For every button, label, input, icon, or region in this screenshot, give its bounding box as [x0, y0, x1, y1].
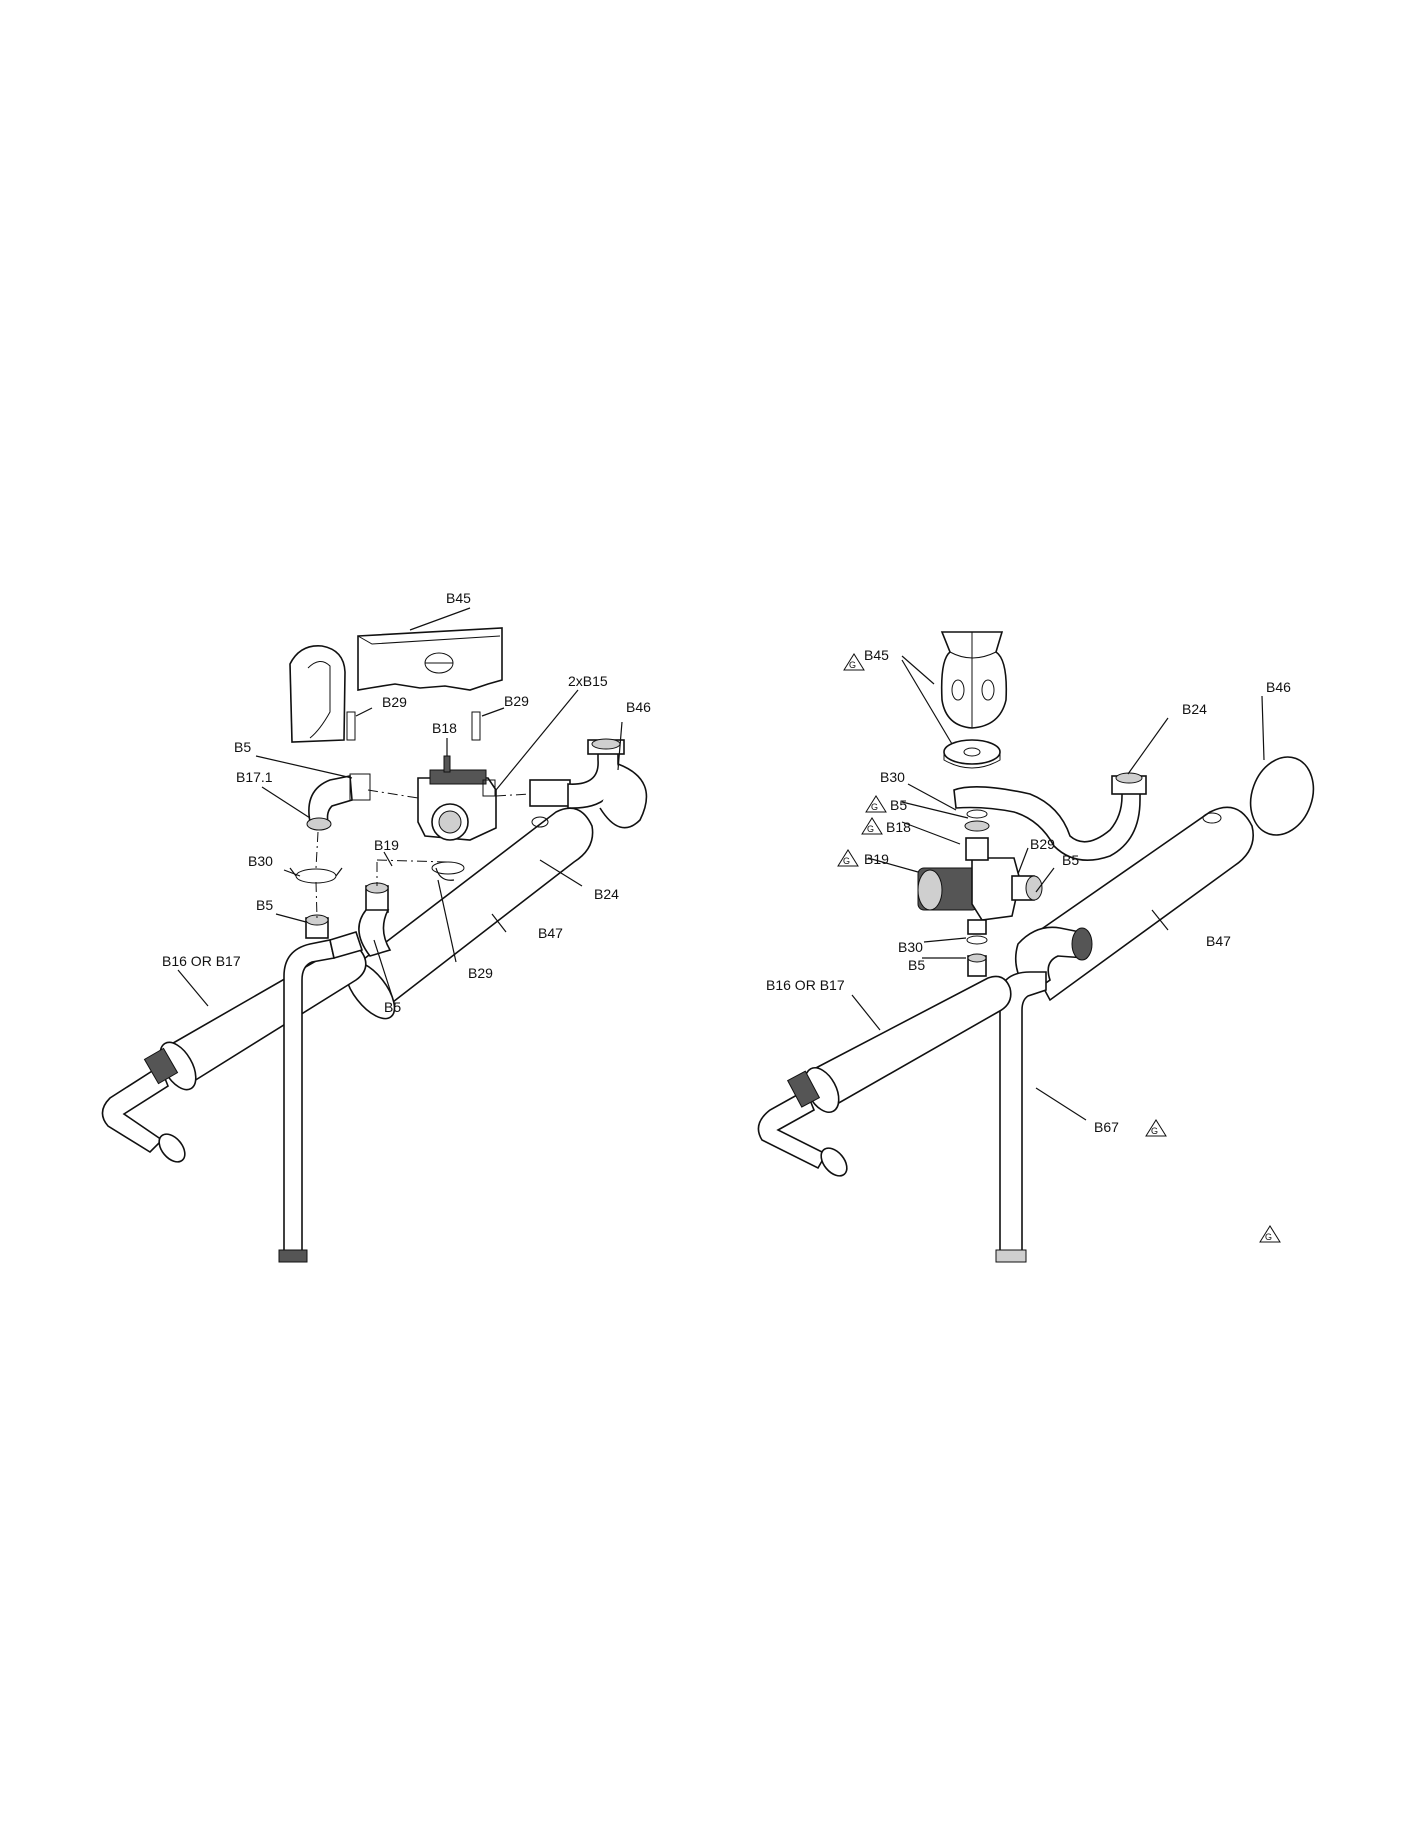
label-2xb15: 2xB15 [568, 673, 608, 689]
svg-text:G: G [1265, 1232, 1272, 1242]
clip-b29-part [471, 711, 481, 741]
pump-b18-part [417, 755, 497, 841]
svg-text:G: G [871, 802, 878, 812]
end-cap-b46-part [1249, 756, 1315, 836]
label-b5: B5 [890, 797, 907, 813]
vertical-pipe-b67-part [995, 971, 1047, 1263]
label-b5: B5 [234, 739, 251, 755]
seal-b5-part [305, 914, 329, 939]
label-b19: B19 [864, 851, 889, 867]
svg-text:G: G [849, 660, 856, 670]
label-b24: B24 [594, 886, 619, 902]
clip-b29-lower-part [431, 861, 465, 881]
label-b30: B30 [898, 939, 923, 955]
label-b24: B24 [1182, 701, 1207, 717]
insulation-shell-part [289, 645, 346, 743]
label-b5: B5 [256, 897, 273, 913]
label-b47: B47 [538, 925, 563, 941]
label-b5: B5 [908, 957, 925, 973]
warning-triangle-icon: G [865, 795, 887, 813]
label-b19: B19 [374, 837, 399, 853]
fitting-b19-part [358, 882, 392, 957]
clip-b29-part [346, 711, 356, 741]
label-b18: B18 [432, 720, 457, 736]
pipe-b46-part [529, 738, 648, 829]
pipe-b24-part [953, 772, 1147, 862]
label-b18: B18 [886, 819, 911, 835]
label-b5: B5 [384, 999, 401, 1015]
warning-triangle-icon: G [1259, 1225, 1281, 1243]
label-b47: B47 [1206, 933, 1231, 949]
warning-triangle-icon: G [837, 849, 859, 867]
svg-text:G: G [867, 824, 874, 834]
pump-assembly-b19-part [917, 809, 1043, 945]
label-b29: B29 [468, 965, 493, 981]
seal-b5-part [967, 953, 987, 977]
label-b29: B29 [382, 694, 407, 710]
label-b67: B67 [1094, 1119, 1119, 1135]
right-assembly-diagram: G G G G G G B45 B46 B24 B30 B5 B18 B19 B… [757, 631, 1315, 1263]
warning-triangle-icon: G [861, 817, 883, 835]
insulation-b45-part [357, 627, 503, 691]
label-b29: B29 [1030, 836, 1055, 852]
label-b30: B30 [880, 769, 905, 785]
label-b29: B29 [504, 693, 529, 709]
warning-triangle-icon: G [1145, 1119, 1167, 1137]
label-b5: B5 [1062, 852, 1079, 868]
label-b16-or-b17: B16 OR B17 [162, 953, 241, 969]
label-b46: B46 [626, 699, 651, 715]
tank-b16-b17-part [101, 943, 367, 1163]
left-assembly-diagram: B45 B29 B29 2xB15 B46 B18 B5 B17.1 B19 B… [101, 590, 651, 1263]
svg-text:G: G [843, 856, 850, 866]
warning-triangle-icon: G [843, 653, 865, 671]
insulation-b45-part [940, 631, 1008, 769]
label-b46: B46 [1266, 679, 1291, 695]
svg-text:G: G [1151, 1126, 1158, 1136]
label-b16-or-b17: B16 OR B17 [766, 977, 845, 993]
label-b45: B45 [446, 590, 471, 606]
elbow-b17-1-part [306, 773, 371, 831]
label-b17-1: B17.1 [236, 769, 273, 785]
tank-b16-b17-part [757, 975, 1012, 1177]
vertical-pipe-part [278, 931, 364, 1263]
label-b45: B45 [864, 647, 889, 663]
label-b30: B30 [248, 853, 273, 869]
